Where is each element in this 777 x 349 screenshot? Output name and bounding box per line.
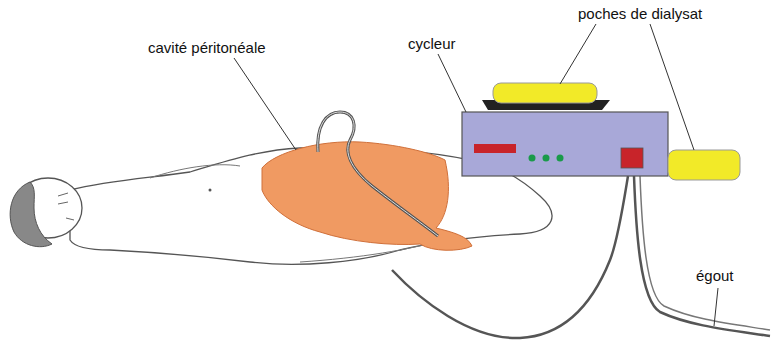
dialysate-bag: [493, 83, 597, 103]
drain-tube: [640, 176, 770, 330]
transfer-tube: [392, 176, 628, 338]
cycler-port: [621, 148, 643, 168]
part-label: égout: [696, 268, 734, 285]
catheter-highlight: [318, 112, 438, 236]
peritoneal-cavity: [262, 142, 472, 250]
dialysate-bag: [668, 150, 740, 180]
cycler-button: [557, 155, 564, 162]
leader-line: [714, 288, 718, 326]
leader-line: [560, 24, 596, 84]
part-label: cavité péritonéale: [148, 40, 266, 57]
face-lines: [58, 193, 74, 220]
leader-line: [234, 58, 296, 150]
cycler-housing: [462, 112, 668, 176]
patient-hair: [10, 182, 52, 247]
cycler-button: [529, 155, 536, 162]
catheter: [318, 112, 438, 236]
navel: [209, 189, 212, 192]
part-label: poches de dialysat: [578, 6, 702, 23]
cycler-display: [474, 144, 516, 153]
leader-line: [438, 54, 466, 112]
drain-tube: [634, 176, 770, 336]
cycler-button: [543, 155, 550, 162]
leader-line: [650, 24, 694, 150]
part-label: cycleur: [408, 36, 456, 53]
arm-line: [150, 165, 240, 178]
